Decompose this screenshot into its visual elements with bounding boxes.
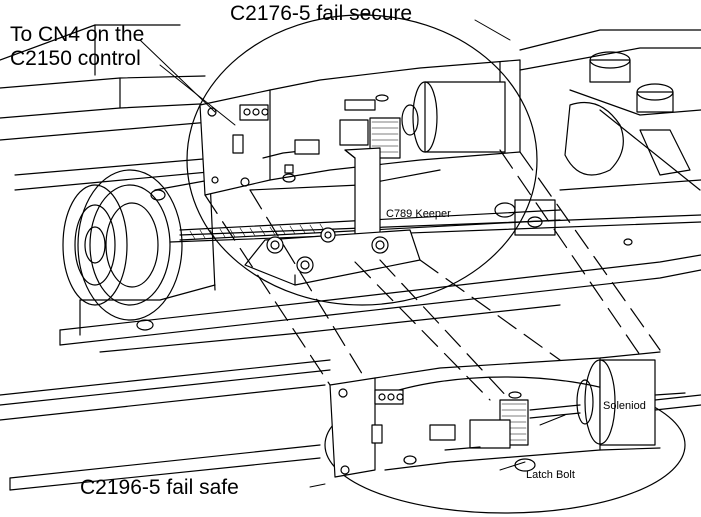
fail-safe-lock-assembly [324,351,686,514]
projection-lines [204,149,661,401]
fail-safe-label: C2196-5 fail safe [80,476,239,499]
header-rails [0,24,701,491]
to-cn4-label: To CN4 on the [10,23,145,46]
latch-bolt-label: Latch Bolt [526,469,575,481]
right-mechanism [494,29,701,246]
keeper-label: C789 Keeper [386,208,451,220]
soleniod-label: Soleniod [603,400,646,412]
leader-lines [139,19,566,488]
control-label: C2150 control [10,47,141,70]
fail-secure-label: C2176-5 fail secure [230,2,413,25]
fail-secure-lock-assembly [186,14,538,306]
